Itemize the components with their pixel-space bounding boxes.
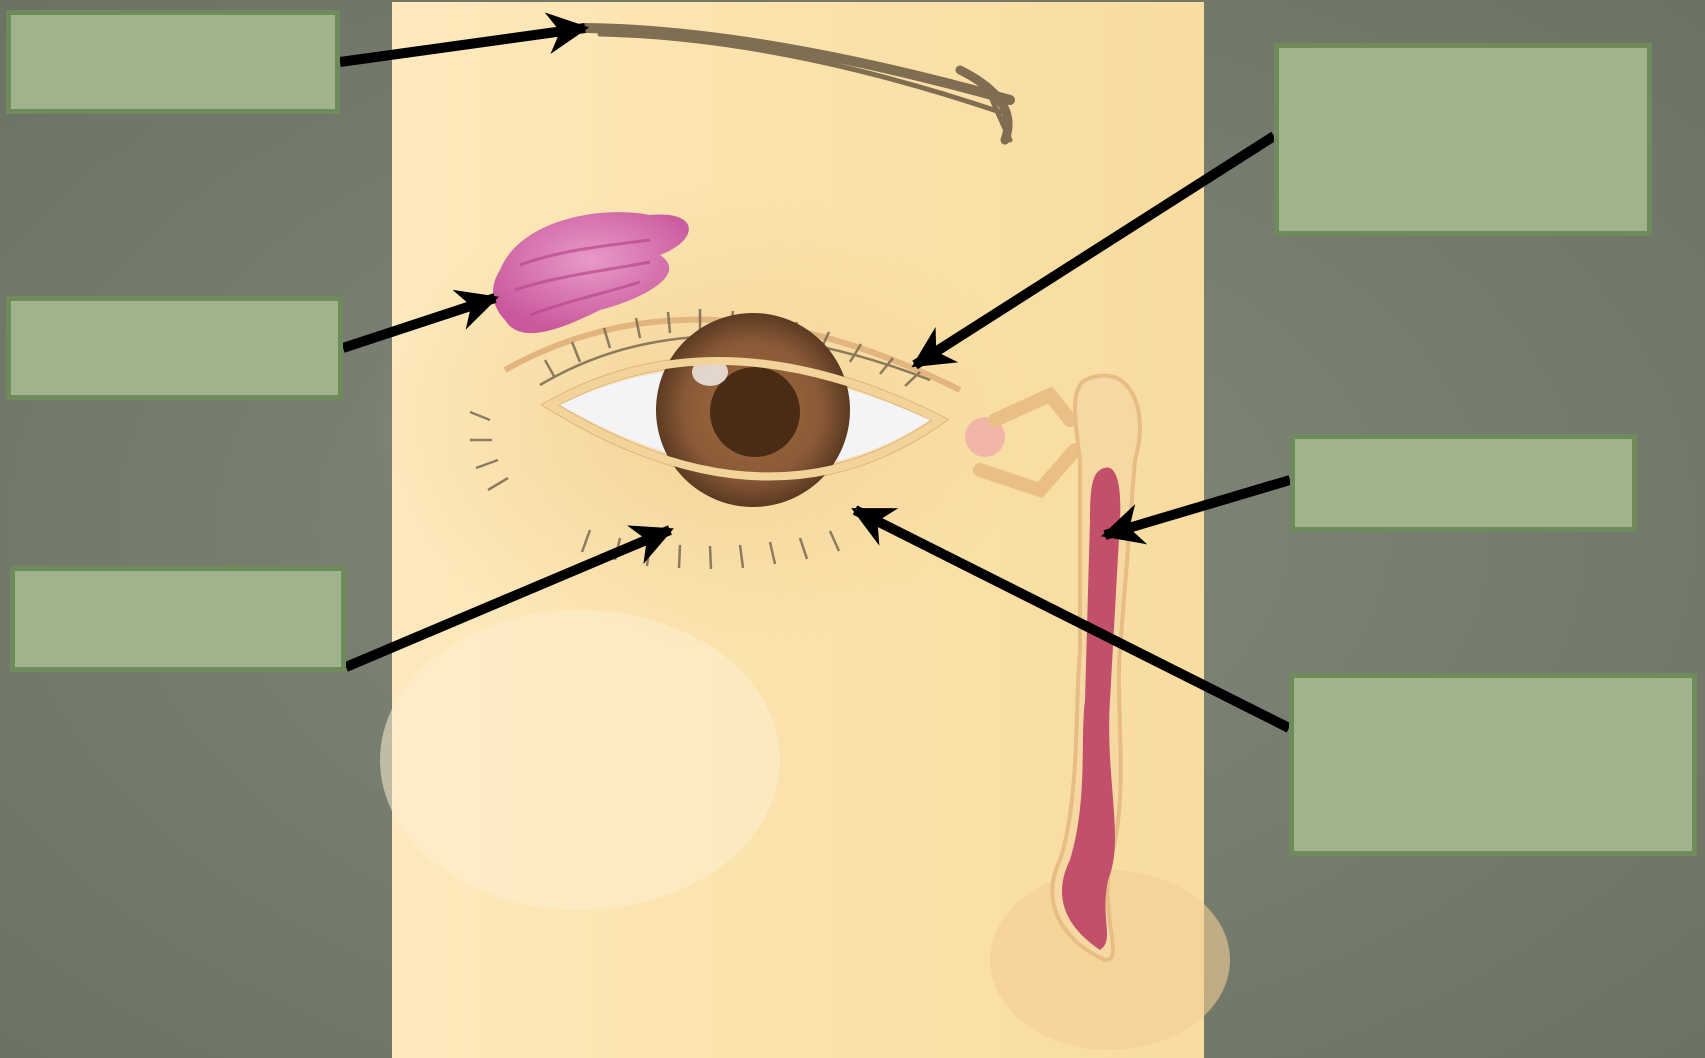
label-box-eyelashes[interactable] [10, 566, 346, 672]
label-box-eyelid[interactable] [1289, 673, 1697, 856]
label-box-conjunctiva[interactable] [1274, 43, 1652, 236]
label-box-nasolacrimal-duct[interactable] [1290, 434, 1637, 532]
label-box-lacrimal-gland[interactable] [6, 296, 343, 400]
label-box-eyebrow[interactable] [6, 10, 340, 114]
cheek-highlight [380, 610, 780, 910]
